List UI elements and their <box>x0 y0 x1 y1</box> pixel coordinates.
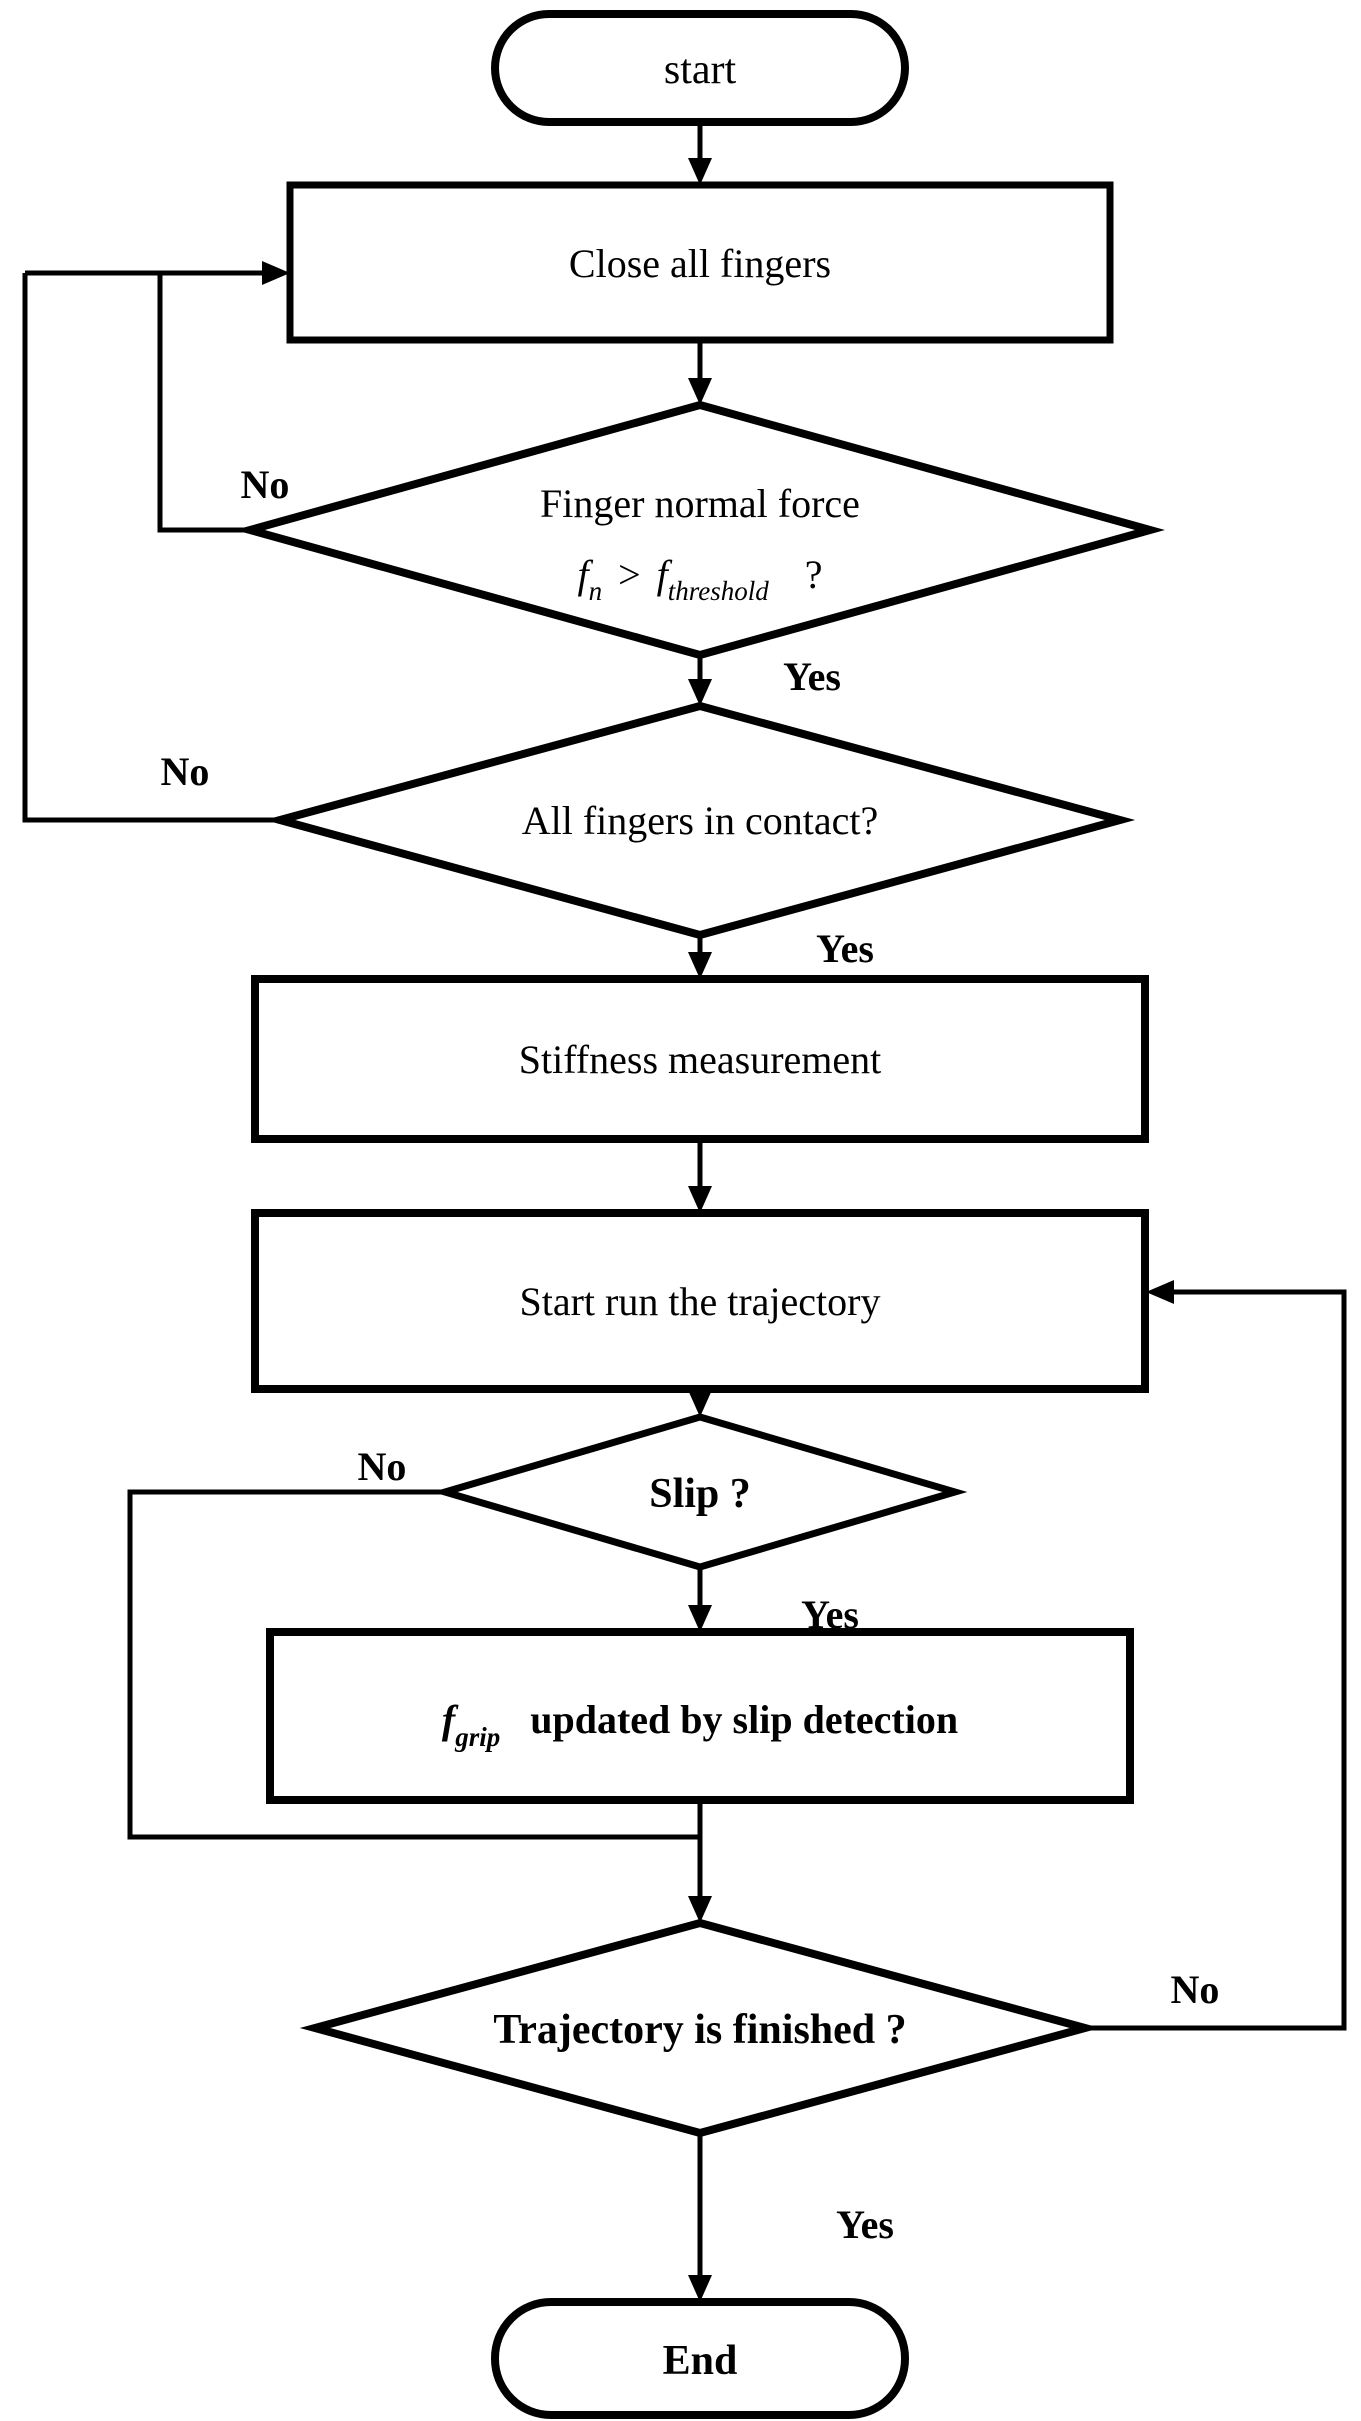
node-close-fingers: Close all fingers <box>286 181 1114 344</box>
node-contact-check: All fingers in contact? <box>264 701 1136 940</box>
contact-check-diamond <box>264 701 1136 940</box>
edge-contact-no-loop <box>22 273 280 823</box>
contact-yes-label: Yes <box>816 926 874 971</box>
contact-no-label: No <box>161 749 210 794</box>
end-label: End <box>663 2338 738 2384</box>
start-terminator-shape <box>491 10 909 126</box>
run-trajectory-label: Start run the trajectory <box>520 1279 881 1324</box>
stiffness-box <box>251 975 1149 1143</box>
node-finished-check: Trajectory is finished ? <box>299 1918 1101 2138</box>
fgrip-update-box <box>266 1628 1134 1804</box>
node-stiffness: Stiffness measurement <box>251 975 1149 1143</box>
end-terminator-shape <box>491 2298 909 2419</box>
node-run-trajectory: Start run the trajectory <box>251 1209 1149 1393</box>
arrowhead-contact-to-stiffness <box>688 952 712 979</box>
arrowhead-close-to-force <box>688 378 712 405</box>
force-yes-label: Yes <box>783 654 841 699</box>
contact-check-label: All fingers in contact? <box>522 798 879 843</box>
close-fingers-label: Close all fingers <box>569 241 831 286</box>
edge-finished-no-loop <box>1085 1289 1347 2031</box>
slip-no-label: No <box>358 1444 407 1489</box>
edge-force-no-loop <box>157 273 250 533</box>
arrowhead-start-to-close <box>688 158 712 185</box>
arrowhead-return-to-close <box>262 261 290 285</box>
node-end: End <box>491 2298 909 2419</box>
arrowhead-finished-no-loop <box>1146 1280 1174 1304</box>
finished-check-label: Trajectory is finished ? <box>493 2007 906 2053</box>
slip-check-label: Slip ? <box>649 1471 751 1517</box>
arrowhead-stiffness-to-run <box>688 1186 712 1213</box>
close-fingers-box <box>286 181 1114 344</box>
force-check-formula: fn>fthreshold? <box>577 552 822 606</box>
run-trajectory-box <box>251 1209 1149 1393</box>
finished-no-label: No <box>1171 1967 1220 2012</box>
force-check-diamond <box>235 400 1165 660</box>
node-slip-check: Slip ? <box>432 1413 968 1571</box>
start-label: start <box>664 47 737 93</box>
finished-yes-label: Yes <box>836 2202 894 2247</box>
arrowhead-fgrip-to-finished <box>688 1896 712 1923</box>
force-no-label: No <box>241 462 290 507</box>
node-start: start <box>491 10 909 126</box>
slip-check-diamond <box>432 1413 968 1571</box>
arrowhead-slip-to-fgrip <box>688 1605 712 1632</box>
arrowhead-run-to-slip <box>688 1390 712 1417</box>
arrowhead-finished-to-end <box>688 2275 712 2302</box>
force-check-line1: Finger normal force <box>540 481 860 526</box>
stiffness-label: Stiffness measurement <box>519 1037 882 1082</box>
node-force-check: Finger normal force fn>fthreshold? <box>235 400 1165 660</box>
finished-check-diamond <box>299 1918 1101 2138</box>
arrowhead-force-to-contact <box>688 679 712 706</box>
edge-slip-no-bypass <box>127 1489 700 1840</box>
